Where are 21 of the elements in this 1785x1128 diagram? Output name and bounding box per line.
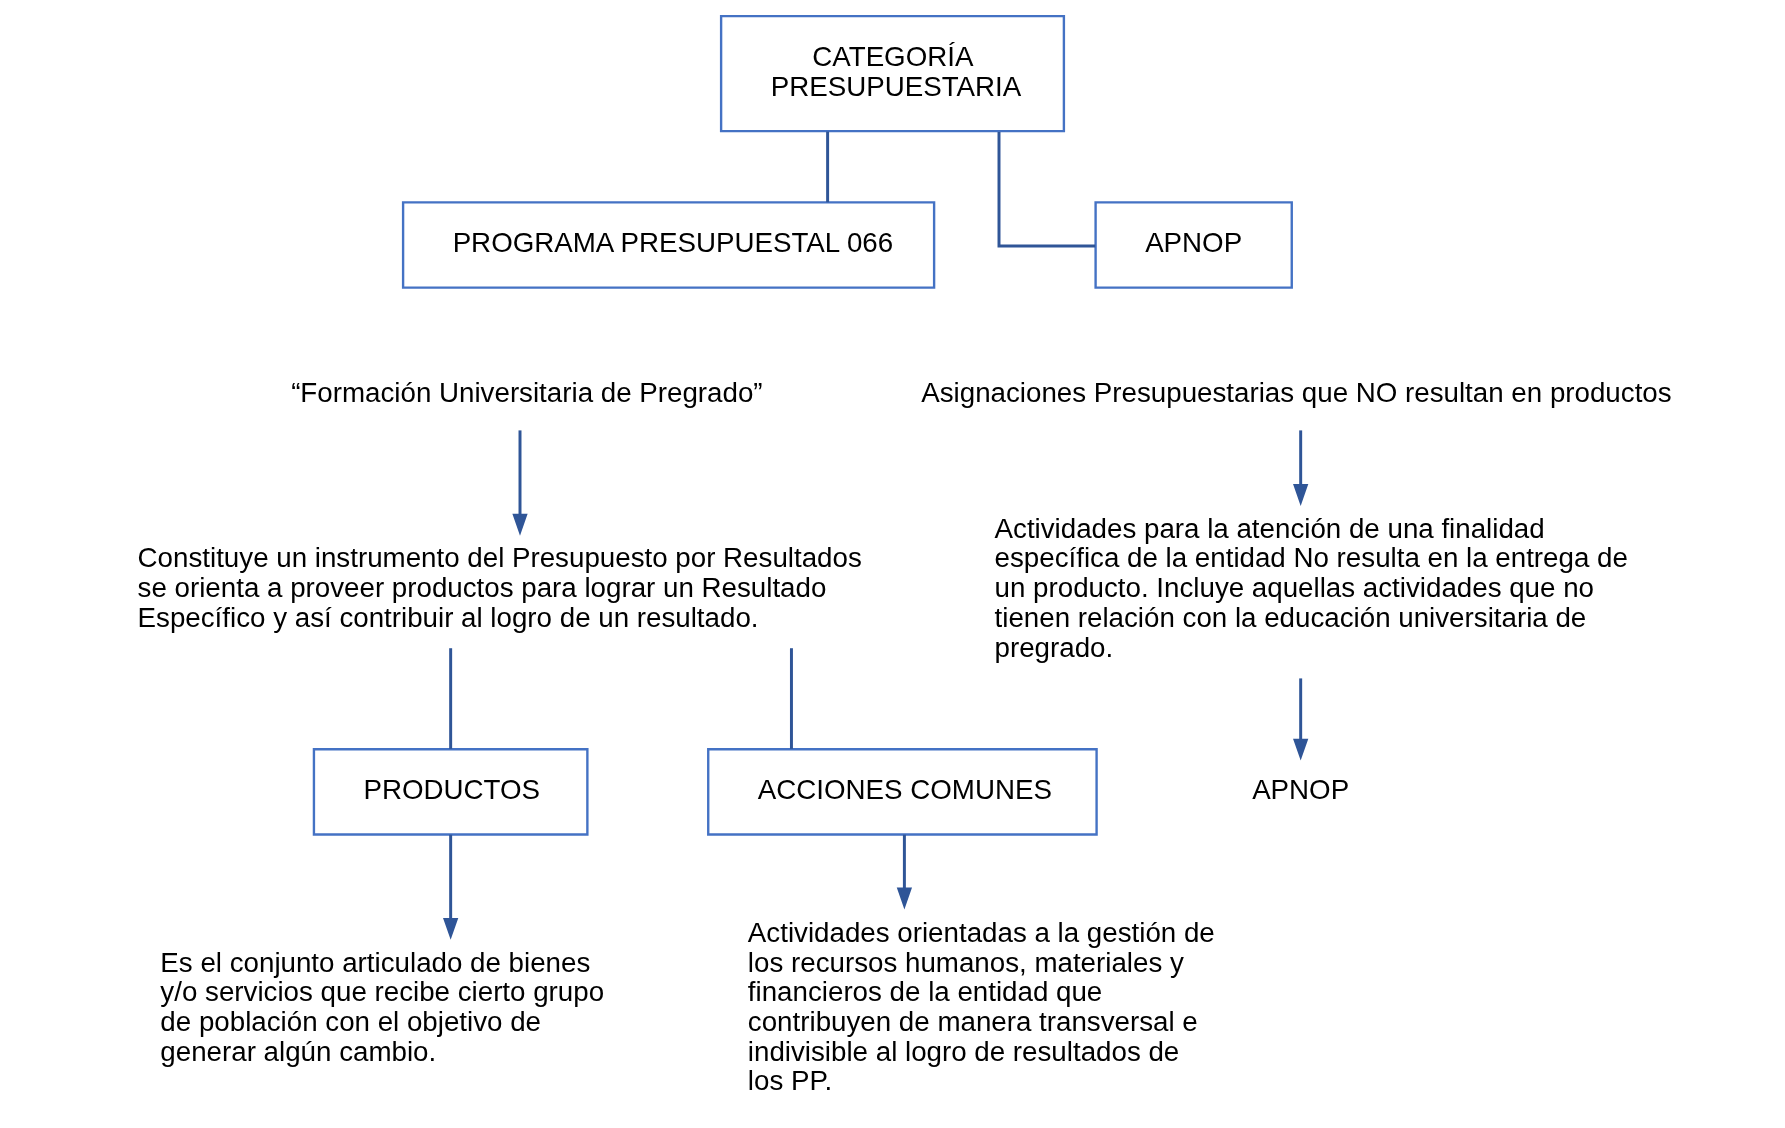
node-text: APNOP bbox=[1251, 774, 1349, 806]
node-box: CATEGORÍA PRESUPUESTARIA bbox=[719, 14, 1065, 133]
node-text: Actividades para la atención de una finalidad específica de la entidad No resulta en la entrega de un producto. Incluye aquellas actividades que no tienen relación con la educación universitaria de pregrado. bbox=[994, 512, 1628, 663]
connector bbox=[789, 648, 793, 749]
node-box: PROGRAMA PRESUPUESTAL 066 bbox=[401, 201, 935, 289]
connector bbox=[997, 131, 1095, 248]
arrow bbox=[1292, 430, 1308, 506]
arrow bbox=[896, 834, 912, 910]
node-box: PRODUCTOS bbox=[312, 748, 589, 836]
node-text: Constituye un instrumento del Presupuesto por Resultados se orienta a proveer productos para lograr un Resultado Específico y así contribuir al logro de un resultado. bbox=[137, 542, 862, 633]
node-box: ACCIONES COMUNES bbox=[706, 748, 1098, 836]
arrow bbox=[1292, 678, 1308, 761]
node-text: Asignaciones Presupuestarias que NO resultan en productos bbox=[920, 376, 1672, 408]
arrow bbox=[511, 430, 528, 536]
node-text: Actividades orientadas a la gestión de los recursos humanos, materiales y financieros de la entidad que contribuyen de manera transversal e indivisible al logro de resultados de los PP. bbox=[747, 916, 1215, 1097]
node-box: APNOP bbox=[1093, 201, 1293, 289]
arrow bbox=[442, 834, 458, 940]
node-text: “Formación Universitaria de Pregrado” bbox=[290, 376, 763, 408]
connector bbox=[448, 648, 452, 749]
node-text: Es el conjunto articulado de bienes y/o servicios que recibe cierto grupo de población con el objetivo de generar algún cambio. bbox=[159, 946, 604, 1067]
connector bbox=[825, 131, 829, 203]
